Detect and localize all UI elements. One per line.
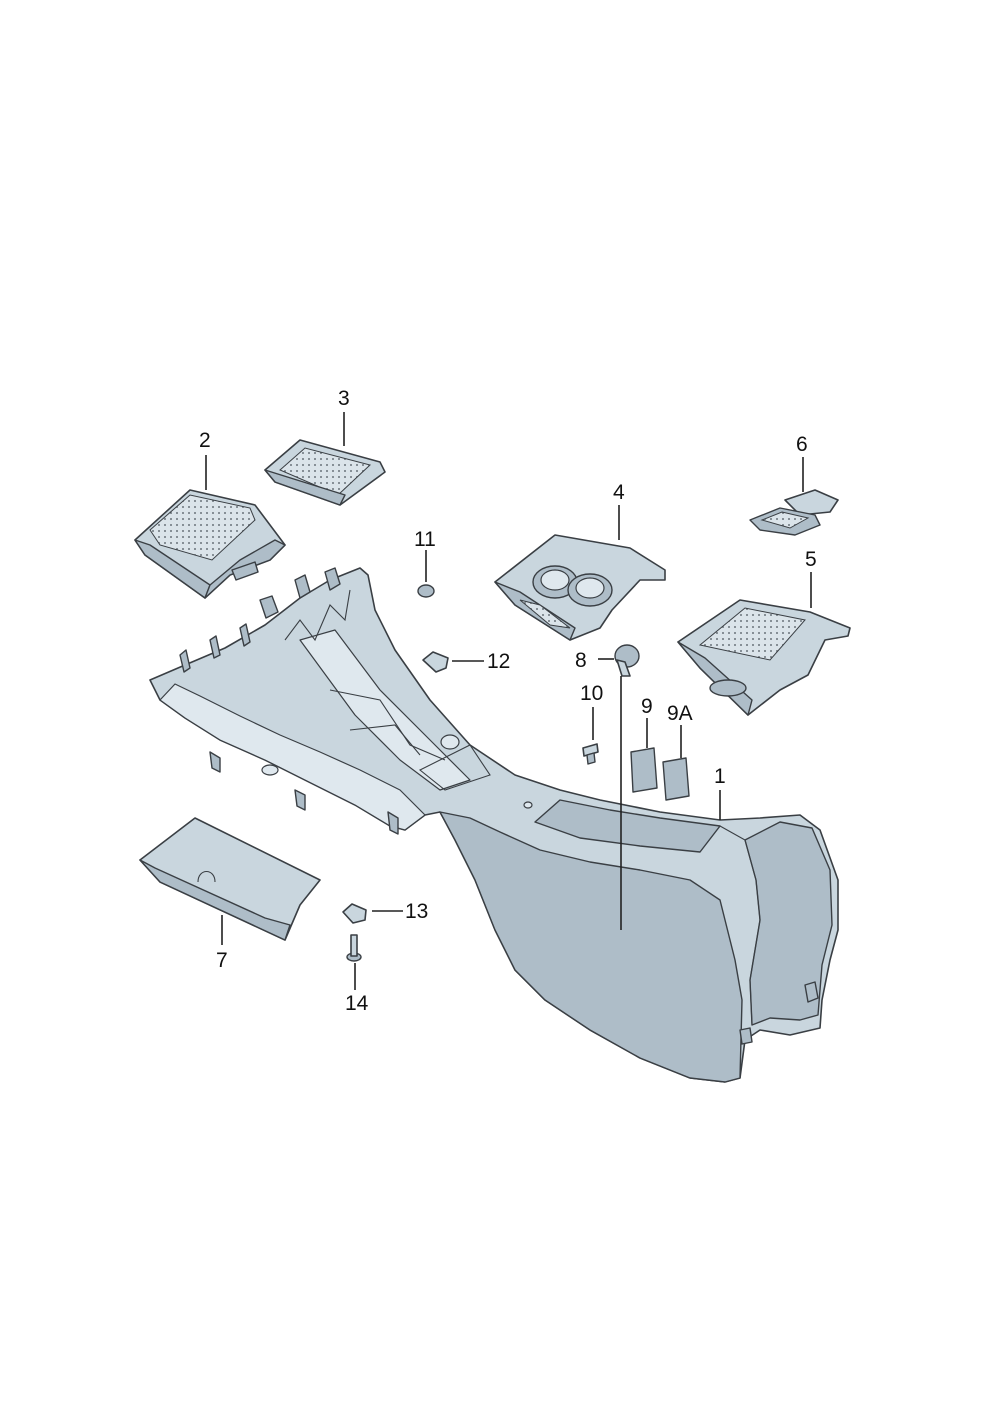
part-9a-pad[interactable]	[662, 757, 690, 801]
part-4-cup-holder[interactable]	[494, 534, 666, 641]
part-7-lower-tray[interactable]	[139, 817, 321, 941]
label-part-9: 9	[641, 695, 653, 718]
label-part-13: 13	[405, 900, 428, 923]
part-6-insert-mat[interactable]	[749, 489, 839, 536]
part-5-storage-compartment[interactable]	[677, 599, 851, 716]
label-part-5: 5	[805, 548, 817, 571]
label-part-11: 11	[414, 528, 436, 551]
label-part-10: 10	[580, 682, 603, 705]
part-9-pad[interactable]	[630, 747, 658, 793]
label-part-3: 3	[338, 387, 350, 410]
part-13-clip-nut[interactable]	[342, 903, 367, 924]
label-part-2: 2	[199, 429, 211, 452]
part-12-clip-nut[interactable]	[422, 651, 449, 673]
leader-lines	[205, 412, 812, 990]
part-2-storage-tray[interactable]	[134, 489, 286, 599]
label-part-8: 8	[575, 649, 587, 672]
part-14-screw[interactable]	[346, 934, 362, 962]
label-part-6: 6	[796, 433, 808, 456]
label-part-12: 12	[487, 650, 510, 673]
label-part-4: 4	[613, 481, 625, 504]
part-8-knob[interactable]	[614, 644, 640, 677]
part-10-clip[interactable]	[582, 743, 599, 765]
part-1-center-console[interactable]	[149, 567, 839, 1083]
label-part-9a: 9A	[667, 702, 693, 725]
label-part-1: 1	[714, 765, 726, 788]
label-part-7: 7	[216, 949, 228, 972]
label-part-14: 14	[345, 992, 369, 1015]
part-3-mat[interactable]	[264, 439, 386, 506]
part-11-fastener[interactable]	[417, 584, 435, 598]
